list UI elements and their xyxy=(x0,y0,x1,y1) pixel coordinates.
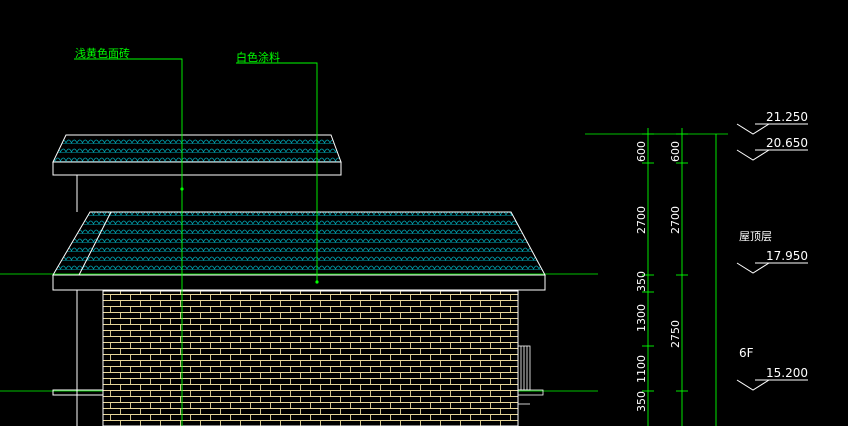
balcony-railing xyxy=(517,345,544,405)
inner-dimensions: 600 2700 350 1300 1100 350 xyxy=(635,141,648,412)
brick-wall xyxy=(102,290,519,426)
main-roof xyxy=(52,211,546,291)
left-ledge xyxy=(52,389,104,396)
leader-dot-2 xyxy=(315,280,319,284)
dim-outer-600: 600 xyxy=(669,141,682,162)
leader-label-1: 浅黄色面砖 xyxy=(75,46,130,60)
dimension-chains xyxy=(642,128,717,426)
dim-inner-600: 600 xyxy=(635,141,648,162)
elevation-20650: 20.650 xyxy=(766,136,808,150)
dim-outer-2700: 2700 xyxy=(669,206,682,234)
elevation-markers xyxy=(736,123,808,391)
dim-inner-350: 350 xyxy=(635,271,648,292)
outer-dimensions: 600 2700 2750 xyxy=(669,141,682,348)
elevation-15200: 15.200 xyxy=(766,366,808,380)
dim-inner-350b: 350 xyxy=(635,391,648,412)
dim-inner-1300: 1300 xyxy=(635,304,648,332)
upper-roof xyxy=(52,134,342,176)
leader-lines xyxy=(74,58,318,426)
dim-inner-1100: 1100 xyxy=(635,355,648,383)
roof-level-label: 屋顶层 xyxy=(739,230,772,243)
elevation-17950: 17.950 xyxy=(766,249,808,263)
floor-label-6f: 6F xyxy=(739,346,754,360)
elevation-21250: 21.250 xyxy=(766,110,808,124)
dim-inner-2700: 2700 xyxy=(635,206,648,234)
dim-outer-2750: 2750 xyxy=(669,320,682,348)
leader-label-2: 白色涂料 xyxy=(236,50,280,64)
leader-dot-1 xyxy=(180,187,184,191)
